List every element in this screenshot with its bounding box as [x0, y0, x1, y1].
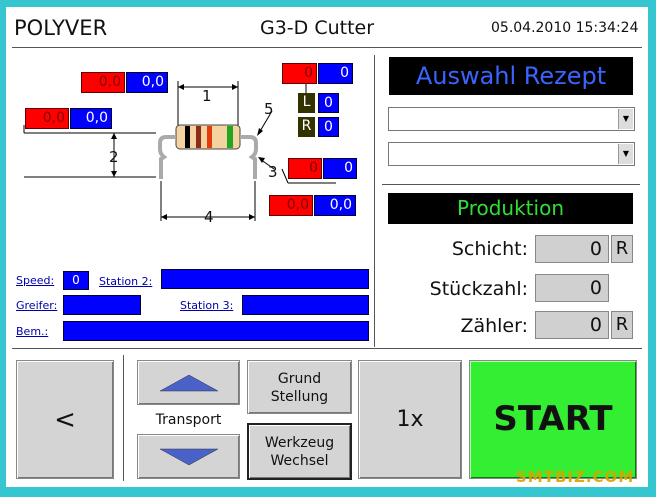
- schicht-label: Schicht:: [451, 238, 528, 260]
- right-side-value: 0: [318, 117, 339, 137]
- zaehler-reset-button[interactable]: R: [611, 311, 633, 339]
- dim2-set-value[interactable]: 0,0: [25, 108, 69, 129]
- recipe-dropdown-2[interactable]: ▼: [388, 142, 635, 166]
- grund-stellung-line1: Grund: [277, 371, 322, 387]
- recipe-title: Auswahl Rezept: [389, 57, 633, 95]
- start-button-label: START: [493, 399, 613, 439]
- dim-label-4: 4: [204, 208, 214, 226]
- schicht-reset-button[interactable]: R: [611, 235, 633, 263]
- machine-title: G3-D Cutter: [260, 17, 375, 39]
- recipe-divider: [382, 184, 640, 185]
- greifer-label: Greifer:: [16, 299, 58, 312]
- recipe-dropdown-1[interactable]: ▼: [388, 107, 635, 131]
- panel-divider: [374, 55, 375, 347]
- werkzeug-wechsel-button[interactable]: Werkzeug Wechsel: [247, 423, 352, 480]
- dim3-actual-value: 0: [323, 158, 357, 179]
- left-side-value: 0: [318, 93, 339, 113]
- stueckzahl-label: Stückzahl:: [429, 278, 528, 300]
- grund-stellung-button[interactable]: Grund Stellung: [247, 360, 352, 414]
- dim-label-3: 3: [268, 163, 278, 181]
- werkzeug-wechsel-line1: Werkzeug: [264, 435, 335, 451]
- right-side-label: R: [298, 117, 315, 137]
- header-divider: [12, 47, 642, 48]
- transport-up-button[interactable]: [137, 360, 240, 405]
- transport-label: Transport: [155, 412, 222, 428]
- werkzeug-wechsel-line2: Wechsel: [270, 453, 329, 469]
- brand-title: POLYVER: [14, 16, 108, 40]
- transport-down-button[interactable]: [137, 434, 240, 479]
- arrow-down-icon: [159, 448, 219, 466]
- dim1-set-value[interactable]: 0,0: [81, 72, 125, 93]
- dim-label-1: 1: [202, 87, 212, 105]
- dim-label-2: 2: [109, 148, 119, 166]
- back-button[interactable]: <: [16, 360, 114, 479]
- dim5-actual-value: 0: [318, 63, 353, 84]
- controls-divider: [12, 348, 642, 349]
- dim4-set-value[interactable]: 0,0: [269, 195, 313, 216]
- station3-field: [242, 295, 369, 315]
- station2-label: Station 2:: [99, 275, 153, 288]
- dim2-actual-value: 0,0: [70, 108, 112, 129]
- dim1-actual-value: 0,0: [126, 72, 168, 93]
- zaehler-label: Zähler:: [460, 315, 528, 337]
- mode-single-button[interactable]: 1x: [358, 360, 462, 479]
- cutter-diagram: [23, 81, 336, 221]
- schicht-value: 0: [535, 235, 609, 263]
- mode-single-label: 1x: [396, 407, 424, 432]
- bem-field: [63, 321, 369, 341]
- chevron-down-icon[interactable]: ▼: [618, 109, 633, 129]
- stueckzahl-value: 0: [535, 274, 609, 302]
- back-button-label: <: [54, 405, 76, 435]
- left-side-label: L: [298, 93, 315, 113]
- dim5-set-value[interactable]: 0: [282, 63, 317, 84]
- watermark: SMTBIZ.COM: [516, 468, 635, 486]
- controls-divider-vertical: [123, 355, 124, 481]
- station2-field: [161, 269, 369, 289]
- dim4-actual-value: 0,0: [314, 195, 356, 216]
- dim-label-5: 5: [264, 100, 274, 118]
- hmi-screen: POLYVER G3-D Cutter 05.04.2010 15:34:24: [6, 7, 648, 487]
- bem-label: Bem.:: [16, 325, 49, 338]
- grund-stellung-line2: Stellung: [270, 389, 329, 405]
- dim3-set-value[interactable]: 0: [288, 158, 322, 179]
- production-title: Produktion: [388, 193, 633, 224]
- station3-label: Station 3:: [180, 299, 234, 312]
- speed-value: 0: [63, 271, 89, 290]
- chevron-down-icon[interactable]: ▼: [618, 144, 633, 164]
- zaehler-value: 0: [535, 311, 609, 339]
- speed-label: Speed:: [16, 274, 55, 287]
- greifer-field: [63, 295, 141, 315]
- datetime-readout: 05.04.2010 15:34:24: [491, 20, 639, 36]
- arrow-up-icon: [159, 374, 219, 392]
- start-button[interactable]: START: [469, 360, 637, 479]
